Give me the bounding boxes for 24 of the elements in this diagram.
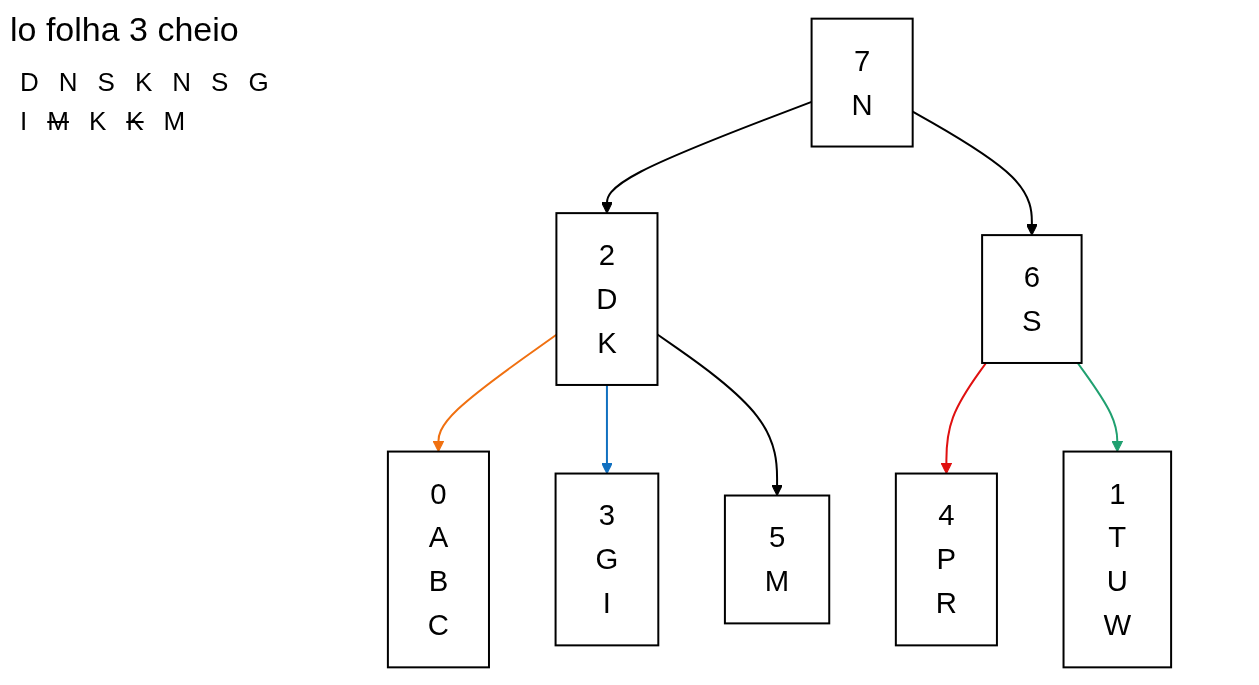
node-box: 0 A B C bbox=[386, 450, 490, 668]
node-box: 2 D K bbox=[555, 211, 659, 386]
key-label: N bbox=[172, 67, 192, 98]
key-label: S bbox=[97, 67, 115, 98]
node-box: 1 T U W bbox=[1062, 450, 1173, 668]
struck-key-label: K bbox=[126, 106, 144, 137]
key-label: N bbox=[58, 67, 78, 98]
node-box: 3 G I bbox=[554, 472, 660, 646]
key-label: K bbox=[88, 106, 107, 137]
node-box: 6 S bbox=[981, 233, 1083, 364]
key-label: G bbox=[248, 67, 269, 98]
key-label: K bbox=[134, 67, 153, 98]
arrow bbox=[1076, 361, 1124, 452]
title: lo folha 3 cheio bbox=[10, 10, 240, 49]
key-label: S bbox=[211, 67, 229, 98]
node-box: 7 N bbox=[810, 17, 914, 148]
arrow bbox=[601, 383, 613, 474]
node-box: 4 P R bbox=[894, 472, 998, 646]
arrow bbox=[940, 361, 987, 474]
node-box: 5 M bbox=[723, 494, 831, 624]
key-label: I bbox=[20, 106, 28, 137]
key-label: M bbox=[163, 106, 186, 137]
struck-key-label: M bbox=[47, 106, 69, 137]
key-label: D bbox=[20, 67, 39, 98]
